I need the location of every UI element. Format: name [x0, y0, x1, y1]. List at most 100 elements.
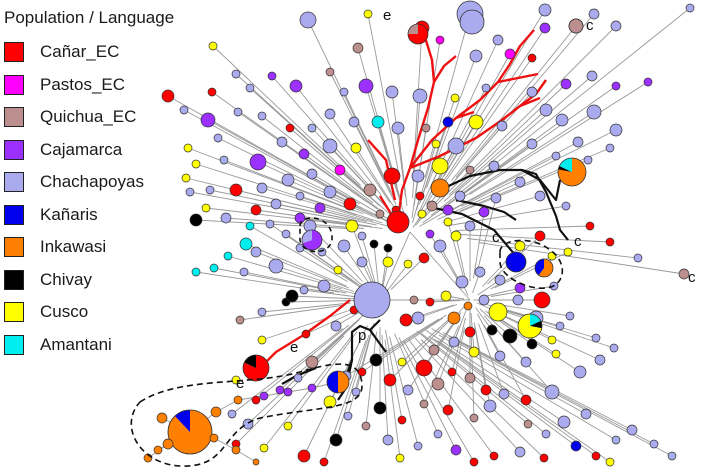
network-edge: [420, 339, 545, 459]
network-edge: [271, 75, 376, 194]
haplotype-node: [512, 294, 524, 306]
pie-slice: [408, 24, 418, 34]
haplotype-node: [523, 419, 533, 429]
haplotype-node: [419, 399, 429, 409]
network-edge: [381, 247, 389, 288]
haplotype-node: [526, 86, 538, 98]
network-edge: [421, 333, 547, 435]
haplotype-node: [442, 404, 454, 416]
haplotype-node: [580, 408, 592, 420]
network-edge: [361, 235, 376, 285]
network-edge: [412, 195, 421, 224]
haplotype-node: [469, 413, 479, 423]
network-edge: [237, 395, 265, 401]
annotation-p: p: [358, 327, 366, 344]
haplotype-node: [492, 34, 504, 46]
legend-item: Cajamarca: [4, 138, 122, 162]
network-edge: [365, 331, 377, 427]
network-edge: [403, 340, 475, 463]
haplotype-node: [317, 279, 331, 293]
haplotype-node: [329, 433, 343, 447]
haplotype-node: [609, 343, 619, 353]
network-edge: [497, 317, 581, 373]
network-edge: [287, 179, 380, 220]
network-edge: [461, 25, 617, 181]
network-edge: [455, 111, 595, 203]
network-edge: [343, 245, 372, 287]
pie-outline: [386, 210, 410, 234]
legend-label: Chachapoyas: [40, 172, 144, 191]
annotation-c: c: [688, 269, 696, 286]
haplotype-node: [409, 295, 419, 305]
pie-slice: [302, 230, 312, 244]
network-edge: [440, 57, 533, 189]
haplotype-node: [413, 441, 423, 451]
haplotype-node: [591, 451, 601, 461]
haplotype-node: [585, 221, 595, 231]
red-lineage-path: [519, 96, 541, 108]
network-edge: [185, 177, 355, 219]
haplotype-node: [490, 192, 502, 204]
haplotype-node: [448, 336, 460, 348]
haplotype-node: [295, 243, 305, 253]
network-edge: [446, 155, 557, 214]
pie-slice: [530, 314, 541, 326]
haplotype-node: [526, 338, 538, 350]
haplotype-node: [468, 346, 480, 358]
haplotype-node: [191, 267, 201, 277]
haplotype-node: [276, 136, 288, 148]
haplotype-node: [455, 275, 469, 289]
haplotype-node: [450, 230, 462, 242]
network-edge: [329, 113, 391, 203]
legend-item: Chivay: [4, 268, 92, 292]
pie-outline: [430, 178, 450, 198]
network-edge: [307, 19, 385, 180]
haplotype-node: [153, 445, 163, 455]
network-edge: [299, 217, 383, 229]
network-edge: [225, 217, 365, 229]
haplotype-node: [433, 429, 443, 439]
haplotype-node: [431, 377, 445, 391]
haplotype-node: [343, 411, 353, 421]
haplotype-node: [201, 203, 211, 213]
pie-slice: [338, 371, 349, 393]
haplotype-node: [220, 212, 232, 224]
network-edge: [255, 324, 350, 401]
haplotype-node: [442, 204, 454, 216]
haplotype-node: [494, 350, 506, 362]
haplotype-node: [268, 258, 284, 274]
haplotype-pie-node: [534, 258, 554, 278]
pie-slice: [506, 252, 526, 272]
haplotype-node: [239, 267, 249, 277]
pie-outline: [301, 229, 323, 251]
haplotype-node: [469, 457, 479, 467]
haplotype-node: [591, 333, 601, 343]
network-edge: [391, 91, 406, 198]
haplotype-node: [162, 438, 174, 450]
network-edge: [303, 289, 362, 298]
haplotype-node: [307, 123, 317, 133]
haplotype-pie-node: [557, 157, 587, 187]
pie-outline: [353, 281, 391, 319]
haplotype-node: [573, 365, 587, 379]
haplotype-node: [551, 151, 561, 161]
pie-slice: [558, 158, 587, 187]
haplotype-node: [464, 326, 476, 338]
haplotype-node: [469, 49, 483, 63]
haplotype-node: [382, 256, 394, 268]
haplotype-node: [685, 3, 695, 13]
haplotype-node: [257, 111, 267, 121]
network-edge: [442, 195, 541, 224]
haplotype-pie-node: [568, 18, 584, 34]
legend-label: Cajamarca: [40, 139, 123, 159]
haplotype-pie-node: [326, 370, 350, 394]
haplotype-node: [415, 191, 425, 201]
legend-label: Cusco: [40, 302, 89, 321]
network-edge: [390, 257, 425, 290]
haplotype-node: [565, 311, 575, 321]
haplotype-pie-node: [505, 251, 527, 273]
network-edge: [424, 13, 471, 178]
network-edge: [461, 129, 617, 207]
haplotype-node: [283, 387, 293, 397]
legend-label: Kañaris: [40, 204, 98, 224]
